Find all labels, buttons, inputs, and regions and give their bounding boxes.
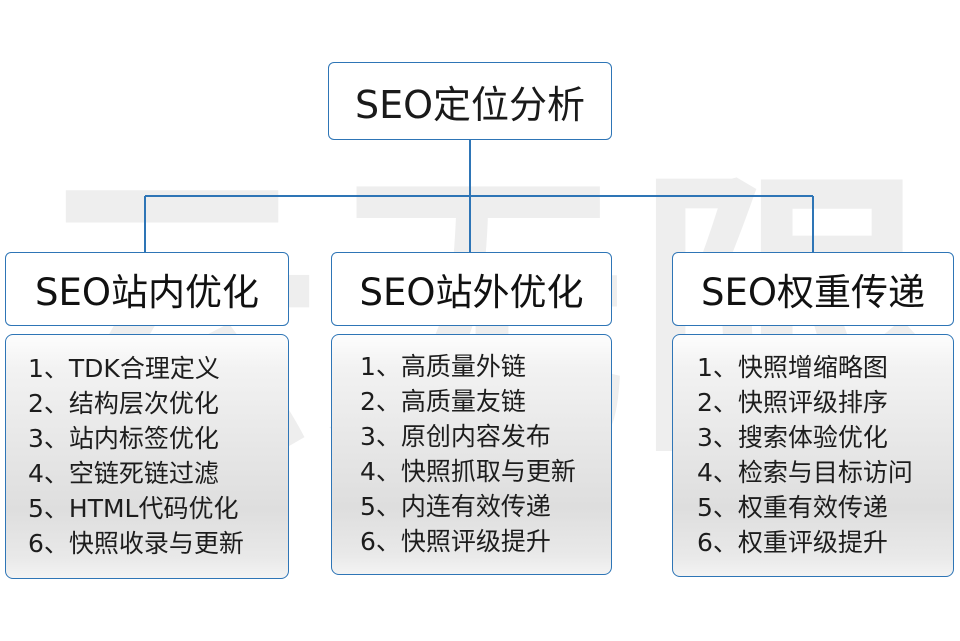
list-item[interactable]: 4、检索与目标访问 — [697, 457, 913, 487]
list-item[interactable]: 5、HTML代码优化 — [28, 493, 239, 523]
branch-header-3[interactable]: SEO权重传递 — [672, 252, 954, 326]
list-item[interactable]: 1、高质量外链 — [360, 351, 526, 381]
list-item[interactable]: 2、高质量友链 — [360, 386, 526, 416]
list-item[interactable]: 2、快照评级排序 — [697, 387, 888, 417]
list-item[interactable]: 2、结构层次优化 — [28, 388, 219, 418]
list-item[interactable]: 4、空链死链过滤 — [28, 458, 219, 488]
branch-body-3: 1、快照增缩略图 2、快照评级排序 3、搜索体验优化 4、检索与目标访问 5、权… — [672, 334, 954, 577]
branch-column-3: SEO权重传递 1、快照增缩略图 2、快照评级排序 3、搜索体验优化 4、检索与… — [672, 252, 954, 577]
list-item[interactable]: 1、TDK合理定义 — [28, 353, 220, 383]
list-item[interactable]: 3、原创内容发布 — [360, 421, 551, 451]
list-item[interactable]: 3、站内标签优化 — [28, 423, 219, 453]
list-item[interactable]: 1、快照增缩略图 — [697, 352, 888, 382]
branch-header-title-2: SEO站外优化 — [359, 271, 584, 314]
branch-list-2: 1、高质量外链 2、高质量友链 3、原创内容发布 4、快照抓取与更新 5、内连有… — [332, 349, 611, 559]
root-node[interactable]: SEO定位分析 — [328, 62, 612, 140]
branch-header-2[interactable]: SEO站外优化 — [331, 252, 612, 326]
branch-list-1: 1、TDK合理定义 2、结构层次优化 3、站内标签优化 4、空链死链过滤 5、H… — [6, 351, 288, 561]
branch-header-title-3: SEO权重传递 — [701, 271, 925, 314]
branch-header-title-1: SEO站内优化 — [35, 271, 259, 314]
branch-header-1[interactable]: SEO站内优化 — [5, 252, 289, 326]
list-item[interactable]: 3、搜索体验优化 — [697, 422, 888, 452]
list-item[interactable]: 6、权重评级提升 — [697, 527, 888, 557]
branch-column-1: SEO站内优化 1、TDK合理定义 2、结构层次优化 3、站内标签优化 4、空链… — [5, 252, 289, 579]
list-item[interactable]: 5、内连有效传递 — [360, 491, 551, 521]
branch-list-3: 1、快照增缩略图 2、快照评级排序 3、搜索体验优化 4、检索与目标访问 5、权… — [673, 350, 953, 560]
root-node-title: SEO定位分析 — [354, 82, 586, 127]
branch-body-1: 1、TDK合理定义 2、结构层次优化 3、站内标签优化 4、空链死链过滤 5、H… — [5, 334, 289, 579]
branch-column-2: SEO站外优化 1、高质量外链 2、高质量友链 3、原创内容发布 4、快照抓取与… — [331, 252, 612, 575]
list-item[interactable]: 6、快照评级提升 — [360, 526, 551, 556]
list-item[interactable]: 4、快照抓取与更新 — [360, 456, 576, 486]
list-item[interactable]: 5、权重有效传递 — [697, 492, 888, 522]
list-item[interactable]: 6、快照收录与更新 — [28, 528, 244, 558]
branch-body-2: 1、高质量外链 2、高质量友链 3、原创内容发布 4、快照抓取与更新 5、内连有… — [331, 334, 612, 575]
